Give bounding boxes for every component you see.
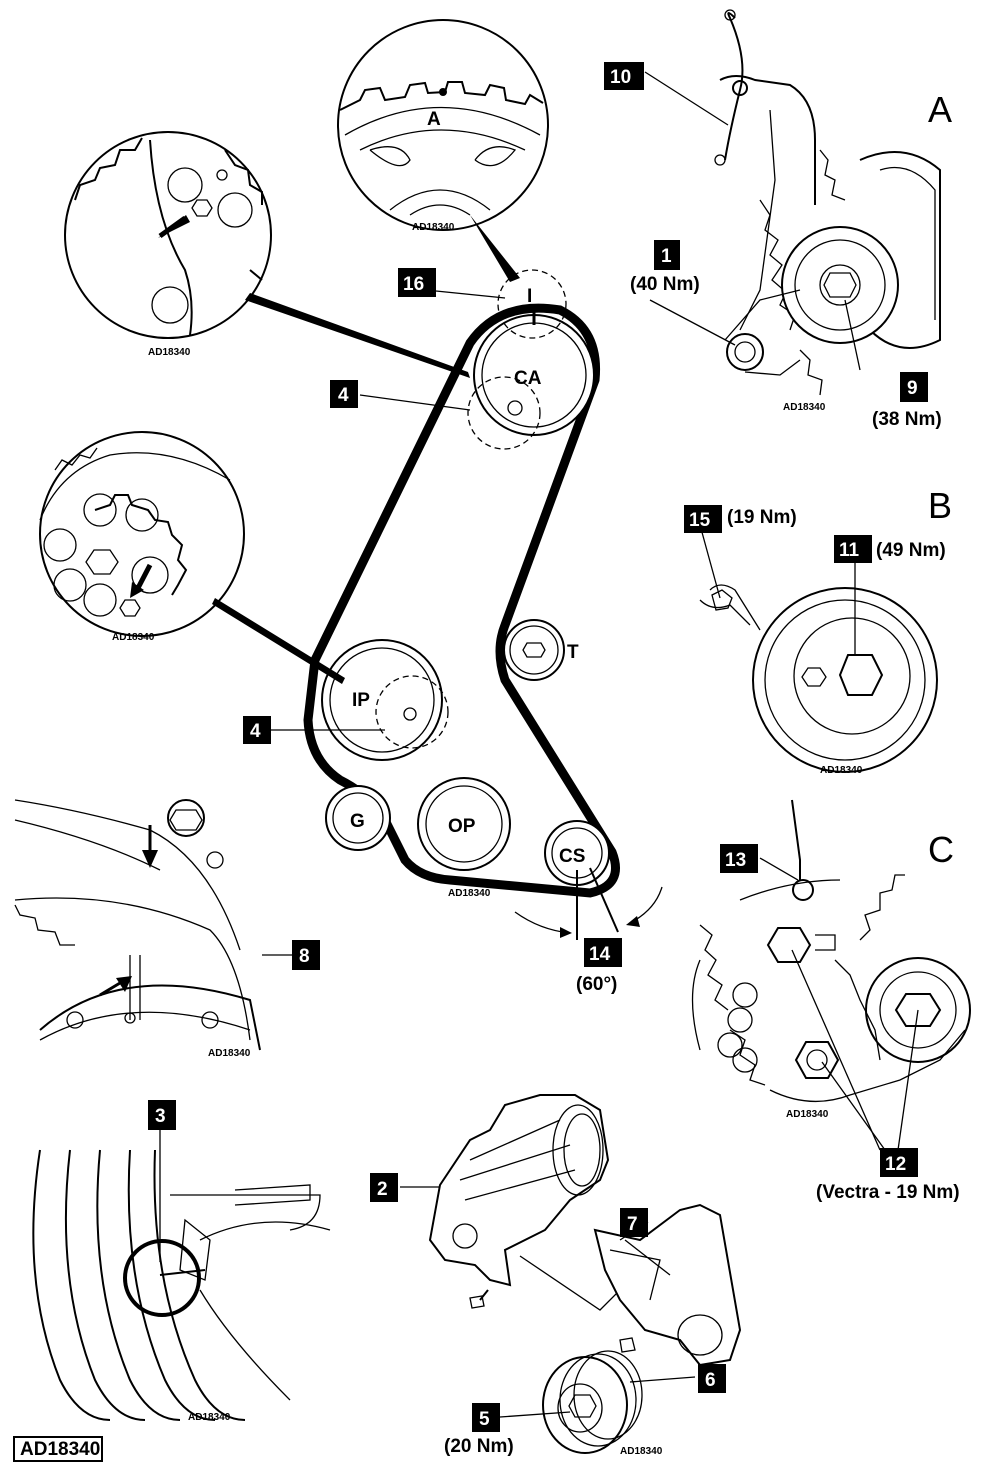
pulley-label-t: T <box>567 642 579 663</box>
pulley-label-g: G <box>350 811 365 832</box>
timing-belt <box>303 303 620 898</box>
callout-badge-5: 5 <box>472 1403 500 1432</box>
ref-code: AD18340 <box>786 1109 829 1120</box>
section-label-b: B <box>928 485 952 526</box>
ref-code: AD18340 <box>783 402 826 413</box>
callout-badge-13: 13 <box>720 844 758 873</box>
torque-label-12: (Vectra - 19 Nm) <box>816 1182 960 1203</box>
callout-badge-8: 8 <box>292 940 320 970</box>
section-label-a: A <box>928 89 952 130</box>
torque-label-11: (49 Nm) <box>876 540 946 561</box>
svg-text:9: 9 <box>907 378 918 399</box>
callout-badge-10: 10 <box>604 62 644 90</box>
injection-pump-pulley <box>321 639 443 761</box>
timing-covers: AD18340 <box>400 1094 742 1457</box>
svg-text:12: 12 <box>885 1154 906 1175</box>
timing-mark-circle <box>123 1239 201 1317</box>
torque-label-14: (60°) <box>576 974 617 995</box>
ref-code: AD18340 <box>620 1446 663 1457</box>
ref-code: AD18340 <box>412 222 455 233</box>
camshaft-locking-detail: AD18340 <box>64 131 470 378</box>
svg-text:8: 8 <box>299 946 310 967</box>
belt-layout: I CA IP T G OP CS AD18340 <box>303 269 663 940</box>
callout-badge-6: 6 <box>698 1364 726 1393</box>
svg-text:AD18340: AD18340 <box>20 1439 100 1460</box>
callout-badge-15: 15 <box>684 505 722 533</box>
svg-text:16: 16 <box>403 274 424 295</box>
svg-text:15: 15 <box>689 510 711 531</box>
detail-a-tensioner: A AD18340 <box>644 9 952 413</box>
torque-label-15: (19 Nm) <box>727 507 797 528</box>
crankshaft-sensor-detail: AD18340 <box>14 799 292 1059</box>
callout-badge-11: 11 <box>834 535 872 563</box>
svg-text:6: 6 <box>705 1370 716 1391</box>
figure-reference-box: AD18340 <box>13 1436 103 1462</box>
callout-badge-9: 9 <box>900 372 928 402</box>
ref-code: AD18340 <box>188 1412 231 1423</box>
svg-text:13: 13 <box>725 850 746 871</box>
timing-mark-circle <box>497 269 567 339</box>
svg-text:2: 2 <box>377 1179 388 1200</box>
timing-mark-a: A <box>427 109 441 130</box>
torque-labels: (40 Nm) (38 Nm) (19 Nm) (49 Nm) (60°) (V… <box>444 274 960 1457</box>
callout-badge-4-ip: 4 <box>243 716 271 744</box>
ref-code: AD18340 <box>820 765 863 776</box>
callout-badge-16: 16 <box>398 268 436 297</box>
svg-text:4: 4 <box>338 385 349 406</box>
pulley-label-cs: CS <box>559 846 585 867</box>
callout-badge-12: 12 <box>880 1148 918 1177</box>
section-label-c: C <box>928 829 954 870</box>
ref-code: AD18340 <box>208 1048 251 1059</box>
pulley-label-ca: CA <box>514 368 542 389</box>
ref-code: AD18340 <box>112 632 155 643</box>
detail-b-tensioner: B AD18340 <box>699 485 952 776</box>
callout-badge-14: 14 <box>584 938 622 967</box>
crankshaft-pulley-detail: AD18340 <box>32 1130 331 1423</box>
svg-text:3: 3 <box>155 1106 166 1127</box>
svg-text:14: 14 <box>589 944 611 965</box>
callout-badge-1: 1 <box>654 240 680 270</box>
pulley-label-op: OP <box>448 816 476 837</box>
timing-mark-i: I <box>527 286 532 307</box>
svg-text:5: 5 <box>479 1409 490 1430</box>
svg-text:4: 4 <box>250 721 261 742</box>
torque-label-9: (38 Nm) <box>872 409 942 430</box>
tensioner-pulley <box>503 619 565 681</box>
svg-text:11: 11 <box>839 540 860 561</box>
ref-code: AD18340 <box>448 888 491 899</box>
locking-pin-circle <box>467 376 541 450</box>
ref-code: AD18340 <box>148 347 191 358</box>
svg-text:7: 7 <box>627 1214 638 1235</box>
callout-badge-7: 7 <box>620 1208 648 1237</box>
camshaft-timing-detail: A AD18340 <box>337 19 549 282</box>
oil-pump-pulley <box>417 777 511 871</box>
pulley-label-ip: IP <box>352 690 370 711</box>
detail-c-tensioner: C AD18340 <box>691 799 971 1151</box>
idler-pulley-g <box>325 785 391 851</box>
injection-pump-locking-detail: AD18340 <box>39 431 345 684</box>
callout-badge-2: 2 <box>370 1173 398 1202</box>
torque-label-5: (20 Nm) <box>444 1436 514 1457</box>
svg-text:1: 1 <box>661 246 672 267</box>
callout-badge-4: 4 <box>330 380 358 408</box>
svg-text:10: 10 <box>610 67 631 88</box>
callout-badges: 10 1 16 4 9 15 11 4 13 14 8 3 12 2 7 6 5 <box>148 62 928 1432</box>
callout-badge-3: 3 <box>148 1100 176 1130</box>
torque-label-1: (40 Nm) <box>630 274 700 295</box>
